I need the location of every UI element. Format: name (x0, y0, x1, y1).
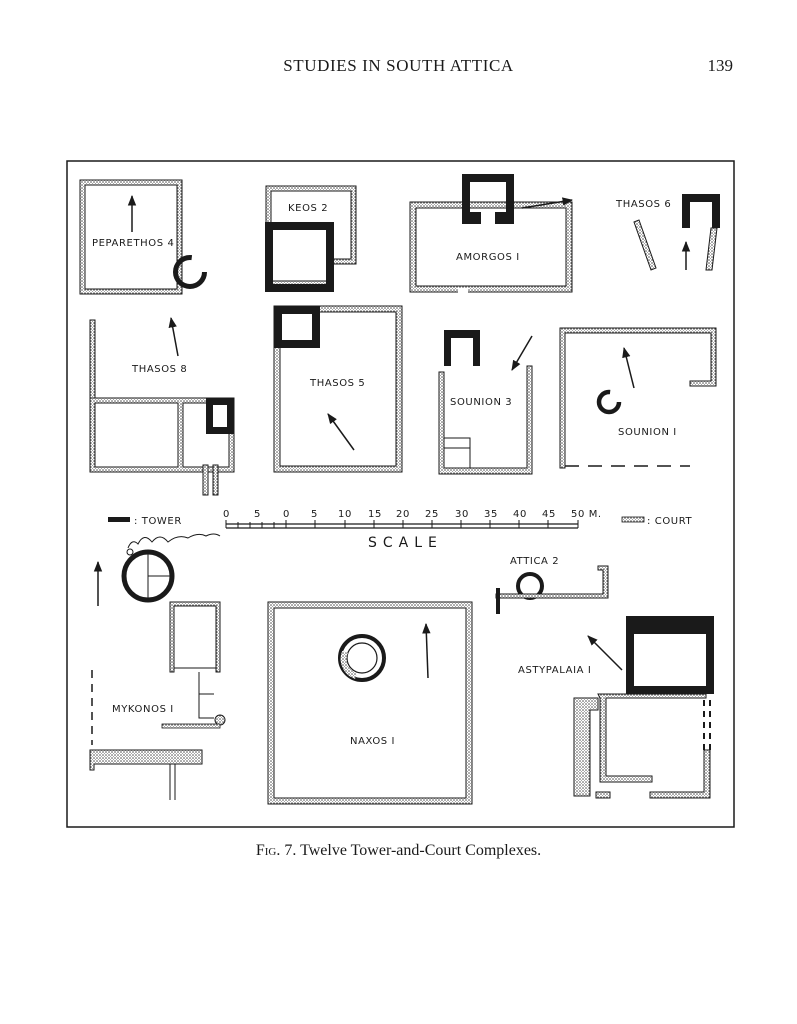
scale-tick: 5 (254, 509, 261, 520)
plan-peparethos-4: PEPARETHOS 4 (79, 179, 207, 295)
label-attica-2: ATTICA 2 (510, 556, 559, 567)
plan-thasos-5: THASOS 5 (273, 305, 403, 473)
plan-sounion-3: SOUNION 3 (438, 330, 533, 475)
figure-frame (66, 160, 735, 828)
plans-drawing: PEPARETHOS 4 KEOS 2 AMORGOS I THASOS 6 T… (66, 160, 735, 828)
scale-tick: 10 (338, 509, 352, 520)
scale-tick: 5 (311, 509, 318, 520)
plan-astypalaia-1: ASTYPALAIA I (518, 616, 714, 799)
figure-plans: PEPARETHOS 4 KEOS 2 AMORGOS I THASOS 6 T… (66, 160, 735, 828)
label-astypalaia-1: ASTYPALAIA I (518, 665, 591, 676)
scale-tick: 15 (368, 509, 382, 520)
label-mykonos-1: MYKONOS I (112, 704, 174, 715)
scale-tick: 45 (542, 509, 556, 520)
label-sounion-3: SOUNION 3 (450, 397, 512, 408)
legend-tower-swatch (108, 517, 130, 522)
running-title: STUDIES IN SOUTH ATTICA (283, 56, 514, 75)
scale-tick: 20 (396, 509, 410, 520)
plan-naxos-1: NAXOS I (267, 601, 473, 805)
scale-bar: 0 5 0 5 10 15 20 25 30 35 40 45 50 M. SC… (223, 509, 602, 551)
scale-tick: 0 (283, 509, 290, 520)
plan-keos-2: KEOS 2 (265, 185, 357, 292)
caption-label: Fig. 7. (255, 842, 297, 859)
plan-amorgos-1: AMORGOS I (409, 174, 574, 294)
label-peparethos-4: PEPARETHOS 4 (92, 238, 174, 249)
label-amorgos-1: AMORGOS I (456, 252, 520, 263)
page-number: 139 (707, 56, 734, 75)
running-head: STUDIES IN SOUTH ATTICA 139 (0, 56, 797, 80)
plan-thasos-8: THASOS 8 (89, 316, 235, 496)
scale-tick: 35 (484, 509, 498, 520)
label-thasos-8: THASOS 8 (131, 364, 187, 375)
label-thasos-5: THASOS 5 (309, 378, 365, 389)
legend-tower-label: : TOWER (134, 516, 182, 527)
figure-caption: Fig. 7. Twelve Tower-and-Court Complexes… (0, 842, 797, 860)
legend-court-label: : COURT (647, 516, 693, 527)
plan-sounion-1: SOUNION I (559, 327, 717, 469)
scale-tick: 40 (513, 509, 527, 520)
plan-attica-2: ATTICA 2 (495, 556, 609, 614)
plan-mykonos-1: MYKONOS I (89, 533, 226, 800)
scale-word: SCALE (368, 535, 443, 551)
legend: : TOWER : COURT (108, 516, 693, 527)
legend-court-swatch (621, 516, 645, 523)
scale-tick: 50 M. (571, 509, 602, 520)
label-sounion-1: SOUNION I (618, 427, 677, 438)
label-naxos-1: NAXOS I (350, 736, 395, 747)
scale-tick: 25 (425, 509, 439, 520)
label-keos-2: KEOS 2 (288, 203, 328, 214)
scale-tick: 0 (223, 509, 230, 520)
label-thasos-6: THASOS 6 (615, 199, 671, 210)
scale-tick: 30 (455, 509, 469, 520)
plan-thasos-6: THASOS 6 (615, 194, 720, 271)
caption-text: Twelve Tower-and-Court Complexes. (300, 842, 542, 859)
